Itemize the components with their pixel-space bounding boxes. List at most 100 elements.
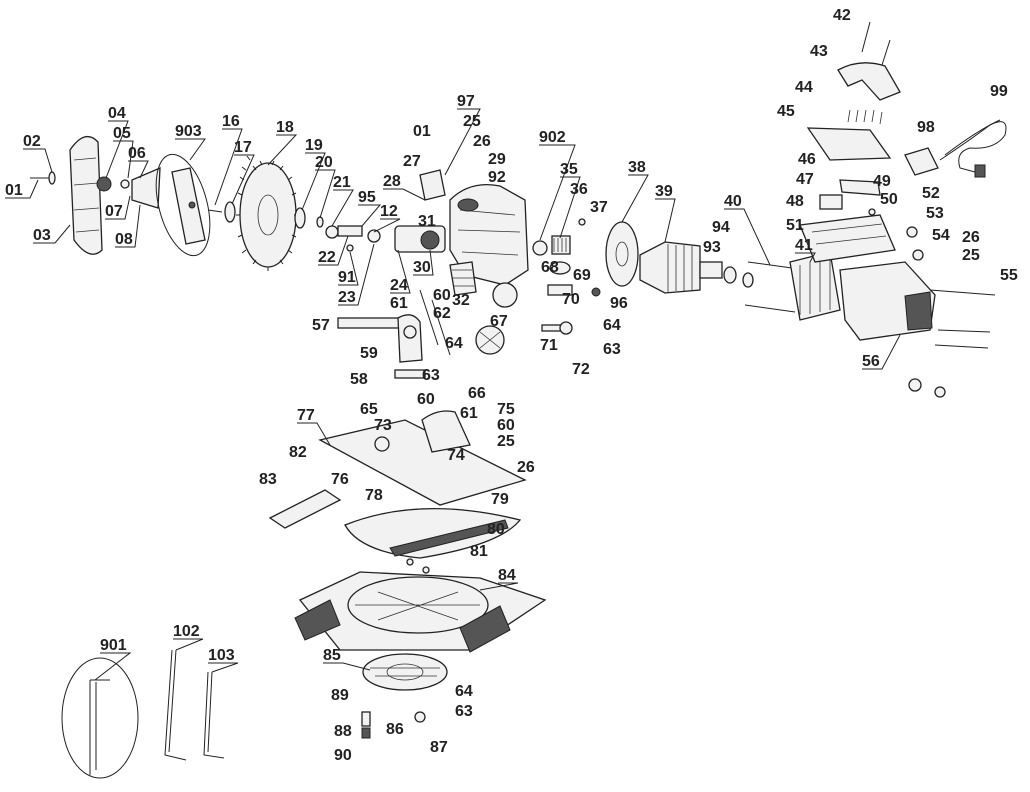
- label-71: 71: [540, 337, 558, 354]
- label-82: 82: [289, 444, 307, 461]
- label-84: 84: [498, 567, 516, 584]
- label-74: 74: [447, 447, 465, 464]
- label-90: 90: [334, 747, 352, 764]
- label-36: 36: [570, 181, 588, 198]
- label-44: 44: [795, 79, 813, 96]
- motor-small-parts: [532, 218, 639, 297]
- label-39: 39: [655, 183, 673, 200]
- label-75: 75: [497, 401, 515, 418]
- label-64b: 64: [445, 335, 463, 352]
- label-43: 43: [810, 43, 828, 60]
- label-21: 21: [333, 174, 351, 191]
- label-01: 01: [5, 182, 23, 199]
- label-60: 60: [433, 287, 451, 304]
- label-65: 65: [360, 401, 378, 418]
- label-17: 17: [234, 139, 252, 156]
- label-91: 91: [338, 269, 356, 286]
- label-56: 56: [862, 353, 880, 370]
- label-68: 68: [541, 259, 559, 276]
- label-903: 903: [175, 123, 202, 140]
- label-42: 42: [833, 7, 851, 24]
- label-19: 19: [305, 137, 323, 154]
- label-60c: 60: [497, 417, 515, 434]
- blade-guard-parts: [30, 135, 161, 255]
- gear-housing: [419, 169, 529, 308]
- label-88: 88: [334, 723, 352, 740]
- label-05: 05: [113, 125, 131, 142]
- label-67: 67: [490, 313, 508, 330]
- label-94: 94: [712, 219, 730, 236]
- label-45: 45: [777, 103, 795, 120]
- label-96: 96: [610, 295, 628, 312]
- label-87: 87: [430, 739, 448, 756]
- label-12: 12: [380, 203, 398, 220]
- label-50: 50: [880, 191, 898, 208]
- part-labels: 01 02 03 04 05 06 07 08 903 16 17 18 19 …: [5, 7, 1018, 764]
- label-26c: 26: [517, 459, 535, 476]
- label-32: 32: [452, 292, 470, 309]
- label-26: 26: [473, 133, 491, 150]
- label-59: 59: [360, 345, 378, 362]
- label-03: 03: [33, 227, 51, 244]
- label-48: 48: [786, 193, 804, 210]
- label-30: 30: [413, 259, 431, 276]
- label-28: 28: [383, 173, 401, 190]
- saw-blade: [224, 155, 339, 271]
- label-31: 31: [418, 213, 436, 230]
- label-78: 78: [365, 487, 383, 504]
- label-86: 86: [386, 721, 404, 738]
- label-06: 06: [128, 145, 146, 162]
- label-92: 92: [488, 169, 506, 186]
- label-98: 98: [917, 119, 935, 136]
- label-61b: 61: [460, 405, 478, 422]
- label-99: 99: [990, 83, 1008, 100]
- pivot-assembly: [337, 289, 573, 379]
- arbor-parts: [337, 225, 446, 253]
- label-902: 902: [539, 129, 566, 146]
- saw-base: [294, 571, 547, 653]
- fence-and-table: [268, 410, 527, 574]
- label-69: 69: [573, 267, 591, 284]
- label-79: 79: [491, 491, 509, 508]
- label-29: 29: [488, 151, 506, 168]
- label-27: 27: [403, 153, 421, 170]
- label-83: 83: [259, 471, 277, 488]
- power-cord: [939, 119, 1007, 178]
- label-89: 89: [331, 687, 349, 704]
- label-51: 51: [786, 217, 804, 234]
- label-95: 95: [358, 189, 376, 206]
- label-61: 61: [390, 295, 408, 312]
- label-26b: 26: [962, 229, 980, 246]
- accessories: [61, 649, 225, 779]
- housing-screws: [906, 226, 996, 398]
- label-76: 76: [331, 471, 349, 488]
- label-60b: 60: [417, 391, 435, 408]
- label-102: 102: [173, 623, 200, 640]
- label-85: 85: [323, 647, 341, 664]
- label-64: 64: [603, 317, 621, 334]
- label-08: 08: [115, 231, 133, 248]
- label-81: 81: [470, 543, 488, 560]
- label-63: 63: [603, 341, 621, 358]
- label-66: 66: [468, 385, 486, 402]
- label-55: 55: [1000, 267, 1018, 284]
- label-24: 24: [390, 277, 408, 294]
- label-57: 57: [312, 317, 330, 334]
- label-46: 46: [798, 151, 816, 168]
- label-38: 38: [628, 159, 646, 176]
- label-77: 77: [297, 407, 315, 424]
- label-64c: 64: [455, 683, 473, 700]
- label-16: 16: [222, 113, 240, 130]
- label-22: 22: [318, 249, 336, 266]
- label-40: 40: [724, 193, 742, 210]
- label-63b: 63: [422, 367, 440, 384]
- label-54: 54: [932, 227, 950, 244]
- label-901: 901: [100, 637, 127, 654]
- label-35: 35: [560, 161, 578, 178]
- label-25b: 25: [962, 247, 980, 264]
- label-62: 62: [433, 305, 451, 322]
- label-47: 47: [796, 171, 814, 188]
- label-04: 04: [108, 105, 126, 122]
- label-70: 70: [562, 291, 580, 308]
